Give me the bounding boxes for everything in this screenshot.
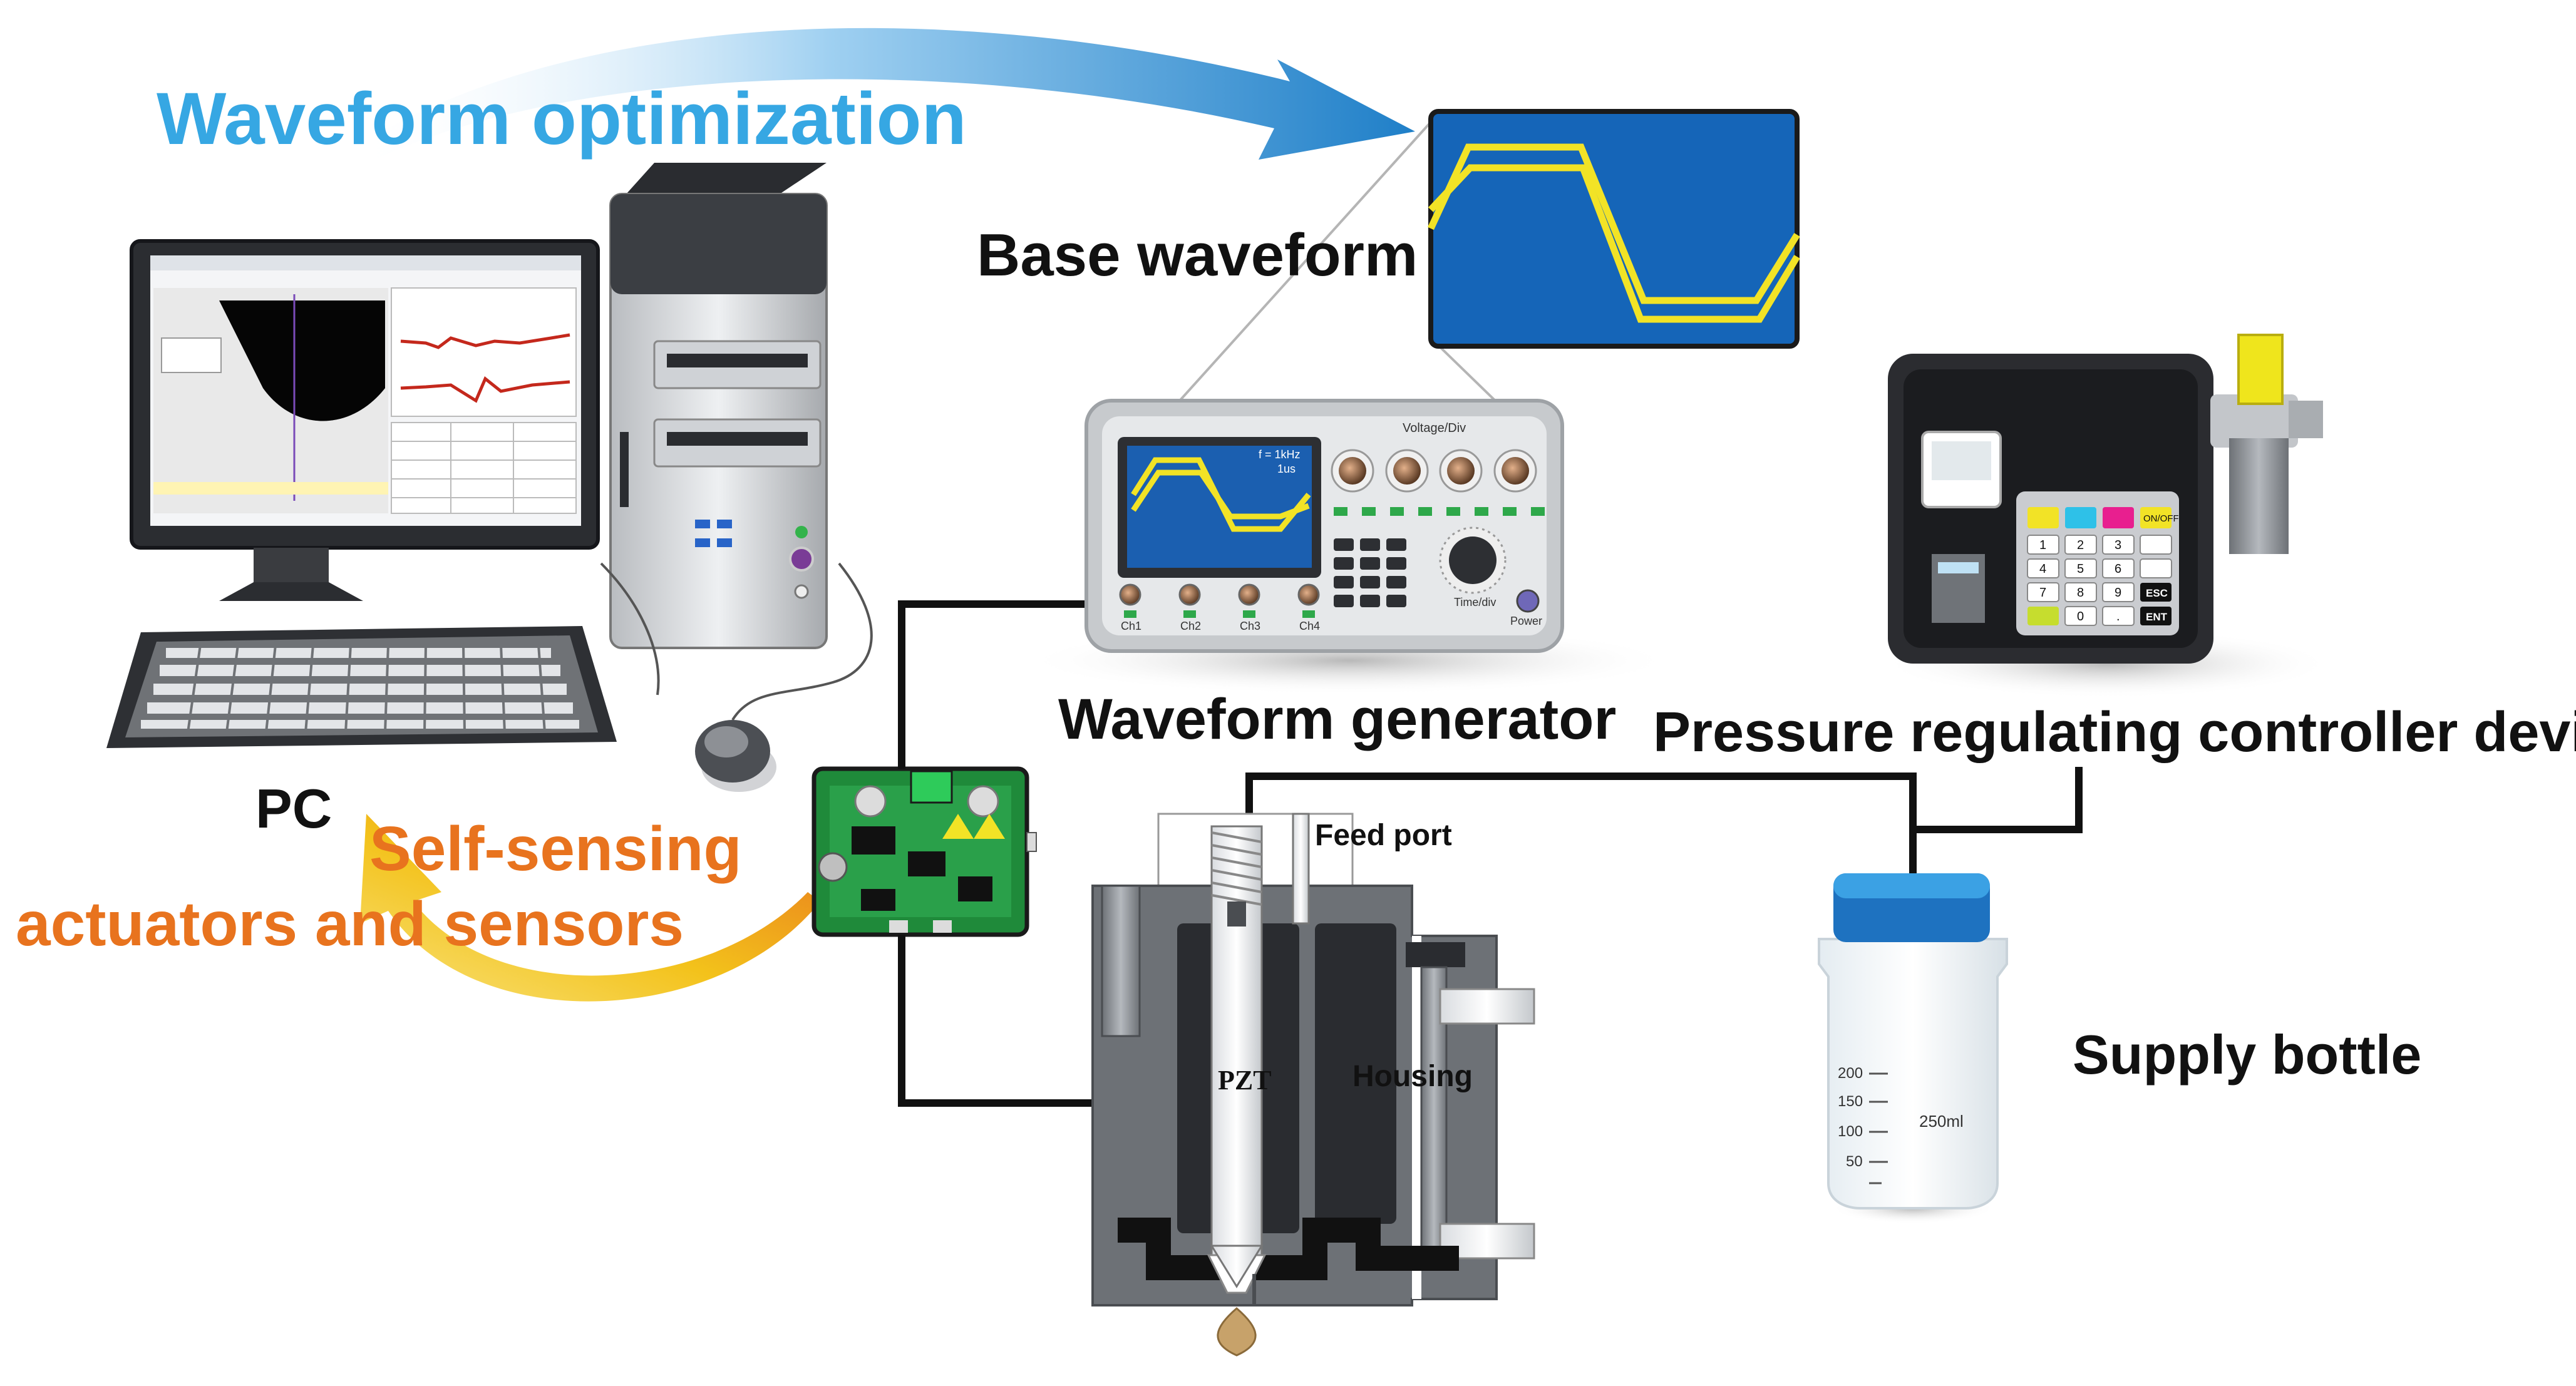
waveform-optimization-label: Waveform optimization [157, 78, 967, 160]
pc-keyboard [106, 562, 660, 748]
pzt-label: PZT [1218, 1065, 1272, 1096]
voltage-knobs[interactable] [1331, 449, 1537, 493]
key-6: 6 [2115, 562, 2121, 576]
key-4: 4 [2039, 562, 2046, 576]
power-button[interactable] [1516, 589, 1540, 613]
self-sensing-arrow [360, 814, 820, 1002]
key-9: 9 [2115, 586, 2121, 600]
pc-label: PC [255, 778, 332, 839]
bottle-volume: 250ml [1919, 1112, 1964, 1131]
supply-bottle: 200 150 100 50 250ml [1818, 873, 2008, 1224]
pc-tower [609, 163, 828, 649]
key-1: 1 [2039, 538, 2046, 552]
sensor-circuit-board [811, 766, 1037, 937]
generator-readout-2: 1us [1277, 463, 1296, 475]
housing-label: Housing [1352, 1060, 1473, 1093]
channel-1-label: Ch1 [1121, 620, 1141, 632]
key-ent: ENT [2146, 611, 2168, 623]
pressure-controller: ON/OFF 1 2 3 4 5 6 7 8 9 ESC 0 . ENT [1882, 334, 2332, 698]
controller-keypad[interactable] [2027, 507, 2172, 626]
channel-2-label: Ch2 [1180, 620, 1201, 632]
base-waveform-trace [1428, 143, 1800, 304]
power-label: Power [1510, 615, 1542, 627]
key-3: 3 [2115, 538, 2121, 552]
channel-connectors[interactable] [1119, 583, 1320, 618]
supply-bottle-label: Supply bottle [2073, 1024, 2421, 1086]
generator-buttons[interactable] [1334, 538, 1406, 607]
key-dot: . [2116, 610, 2120, 624]
pressure-controller-label: Pressure regulating controller device [1653, 701, 2576, 764]
key-0: 0 [2077, 610, 2084, 624]
generator-readout-1: f = 1kHz [1259, 448, 1301, 461]
feed-port-label: Feed port [1315, 819, 1452, 852]
bottle-mark-150: 150 [1838, 1093, 1863, 1110]
time-div-knob[interactable] [1439, 526, 1507, 594]
key-2: 2 [2077, 538, 2084, 552]
optimization-arrow [351, 28, 1415, 160]
channel-3-label: Ch3 [1240, 620, 1260, 632]
key-5: 5 [2077, 562, 2084, 576]
waveform-generator: f = 1kHz 1us Voltage/Div [1024, 399, 1675, 695]
self-sensing-label-line2: actuators and sensors [16, 889, 684, 959]
cables [898, 600, 2083, 1107]
key-esc: ESC [2146, 587, 2168, 599]
pc-monitor [130, 239, 600, 601]
self-sensing-label-line1: Self-sensing [369, 814, 742, 884]
time-div-label: Time/div [1454, 596, 1496, 608]
channel-4-label: Ch4 [1299, 620, 1320, 632]
bottle-mark-50: 50 [1846, 1153, 1863, 1170]
key-onoff: ON/OFF [2143, 513, 2179, 524]
pc-mouse [695, 562, 873, 792]
key-8: 8 [2077, 586, 2084, 600]
bottle-mark-100: 100 [1838, 1123, 1863, 1140]
jetting-valve [1091, 813, 1535, 1357]
base-waveform-label: Base waveform [977, 222, 1418, 289]
base-waveform-zoom [1145, 109, 1800, 446]
waveform-generator-label: Waveform generator [1058, 687, 1616, 751]
bottle-mark-200: 200 [1838, 1065, 1863, 1082]
key-7: 7 [2039, 586, 2046, 600]
generator-panel-title: Voltage/Div [1403, 421, 1466, 435]
